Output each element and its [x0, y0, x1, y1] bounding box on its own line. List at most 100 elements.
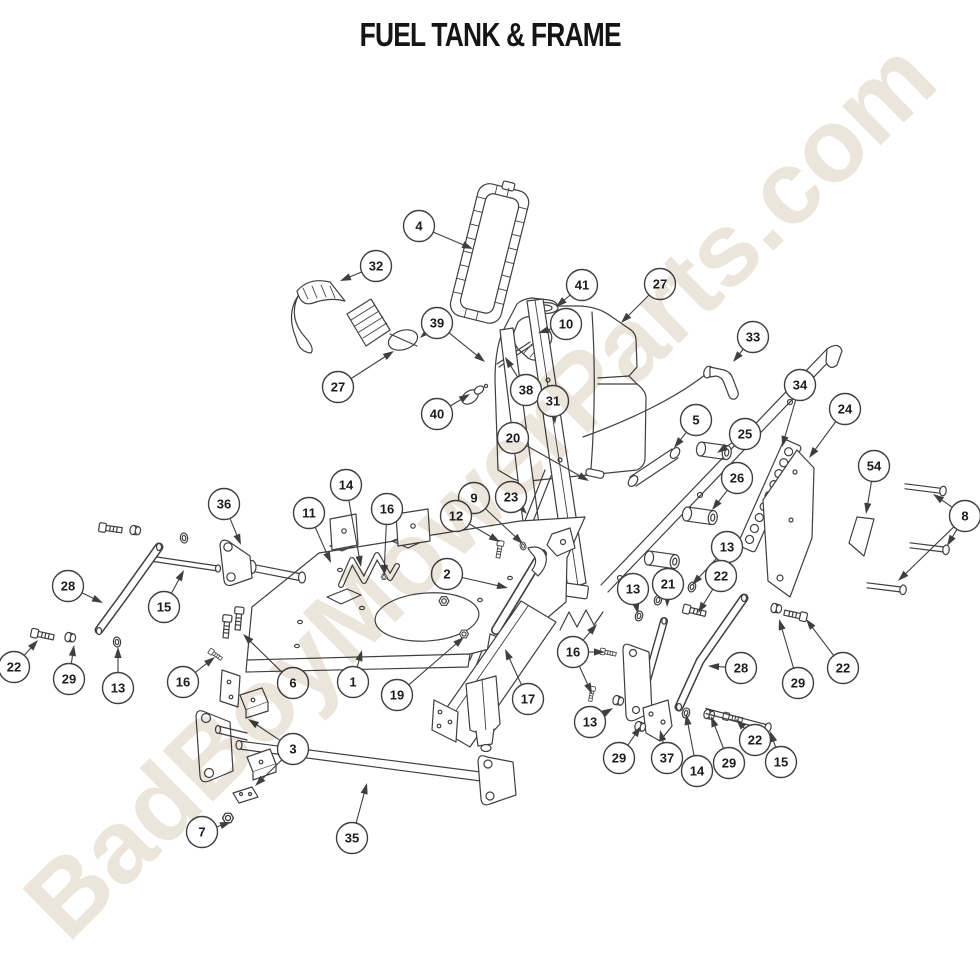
balloon-number: 13	[583, 715, 597, 730]
callout-20[interactable]: 20	[496, 421, 590, 482]
balloon-number: 9	[470, 491, 477, 506]
callout-14[interactable]: 14	[329, 468, 363, 568]
callout-4[interactable]: 4	[402, 209, 474, 250]
balloon-circle	[292, 496, 326, 530]
callout-13[interactable]: 13	[573, 705, 614, 739]
callout-33[interactable]: 33	[733, 320, 770, 363]
callout-16[interactable]: 16	[556, 624, 606, 694]
balloon-circle	[704, 559, 738, 593]
fuel-cap	[346, 298, 419, 351]
callout-16[interactable]: 16	[166, 657, 216, 699]
callout-29[interactable]: 29	[778, 619, 815, 700]
callout-13[interactable]: 13	[101, 647, 135, 705]
balloon-circle	[680, 754, 714, 788]
callout-19[interactable]: 19	[380, 637, 465, 712]
pivot-assembly	[97, 521, 307, 587]
balloon-number: 36	[217, 497, 231, 512]
callout-21[interactable]: 21	[651, 567, 685, 608]
callout-38[interactable]: 38	[505, 357, 543, 407]
callout-37[interactable]: 37	[650, 730, 684, 775]
balloon-circle	[857, 449, 891, 483]
callout-13[interactable]: 13	[616, 572, 650, 615]
balloon-circle	[51, 569, 85, 603]
callout-40[interactable]: 40	[420, 394, 471, 431]
callout-29[interactable]: 29	[52, 645, 86, 696]
callout-34[interactable]: 34	[781, 368, 817, 448]
balloon-circle	[101, 671, 135, 705]
callout-22[interactable]: 22	[0, 640, 38, 684]
callout-8[interactable]: 8	[898, 494, 980, 581]
balloon-number: 27	[331, 380, 345, 395]
callout-22[interactable]: 22	[736, 719, 772, 757]
callout-14[interactable]: 14	[680, 714, 714, 788]
callout-36[interactable]: 36	[207, 487, 242, 546]
callout-15[interactable]: 15	[764, 731, 798, 779]
callout-23[interactable]: 23	[494, 480, 528, 515]
balloon-circle	[276, 732, 310, 766]
callout-6[interactable]: 6	[243, 634, 310, 700]
callout-3[interactable]: 3	[248, 719, 310, 786]
balloon-circle	[402, 209, 436, 243]
balloon-number: 40	[430, 407, 444, 422]
balloon-circle	[602, 741, 636, 775]
balloon-number: 29	[612, 751, 626, 766]
callout-7[interactable]: 7	[185, 815, 232, 849]
left-fasteners	[29, 606, 245, 662]
balloon-circle	[679, 403, 713, 437]
balloon-number: 33	[746, 330, 760, 345]
balloon-circle	[764, 745, 798, 779]
callout-27[interactable]: 27	[321, 351, 395, 404]
balloon-number: 24	[838, 402, 853, 417]
balloon-number: 28	[61, 579, 75, 594]
balloon-circle	[0, 650, 31, 684]
balloon-circle	[826, 651, 860, 685]
callout-11[interactable]: 11	[292, 496, 332, 564]
balloon-number: 34	[793, 378, 808, 393]
callout-2[interactable]: 2	[430, 557, 509, 591]
balloon-circle	[650, 741, 684, 775]
balloon-circle	[494, 480, 528, 514]
balloon-number: 8	[961, 509, 968, 524]
balloon-number: 39	[430, 316, 444, 331]
callout-54[interactable]: 54	[857, 449, 891, 515]
callout-25[interactable]: 25	[717, 417, 762, 454]
balloon-circle	[616, 572, 650, 606]
callout-29[interactable]: 29	[602, 726, 642, 775]
balloon-circle	[712, 746, 746, 780]
callout-39[interactable]: 39	[420, 306, 485, 363]
callout-5[interactable]: 5	[674, 403, 713, 449]
callout-17[interactable]: 17	[505, 649, 545, 716]
balloon-number: 5	[692, 413, 699, 428]
callout-28[interactable]: 28	[708, 651, 758, 685]
callout-1[interactable]: 1	[336, 650, 370, 699]
callout-41[interactable]: 41	[556, 268, 599, 308]
callout-16[interactable]: 16	[370, 492, 404, 577]
callout-12[interactable]: 12	[439, 499, 501, 543]
callout-24[interactable]: 24	[809, 392, 862, 459]
callout-28[interactable]: 28	[51, 569, 104, 604]
callout-31[interactable]: 31	[536, 384, 570, 425]
balloon-number: 17	[521, 692, 535, 707]
balloon-number: 7	[198, 825, 205, 840]
balloon-number: 29	[62, 672, 76, 687]
callout-29[interactable]: 29	[711, 716, 746, 780]
balloon-circle	[380, 678, 414, 712]
balloon-number: 28	[734, 661, 748, 676]
balloon-number: 32	[369, 259, 383, 274]
callout-22[interactable]: 22	[806, 619, 860, 685]
callout-15[interactable]: 15	[147, 570, 185, 624]
balloon-circle	[147, 590, 181, 624]
callout-10[interactable]: 10	[538, 307, 583, 341]
cross-tube	[195, 687, 517, 824]
balloon-number: 23	[504, 490, 518, 505]
callout-32[interactable]: 32	[340, 249, 393, 283]
balloon-circle	[52, 662, 86, 696]
balloon-number: 13	[626, 582, 640, 597]
balloon-circle	[207, 487, 241, 521]
callout-22[interactable]: 22	[698, 559, 738, 614]
callout-26[interactable]: 26	[712, 461, 754, 511]
balloon-circle	[736, 320, 770, 354]
balloon-number: 38	[519, 383, 533, 398]
callout-35[interactable]: 35	[335, 783, 369, 855]
callout-27[interactable]: 27	[621, 267, 677, 324]
